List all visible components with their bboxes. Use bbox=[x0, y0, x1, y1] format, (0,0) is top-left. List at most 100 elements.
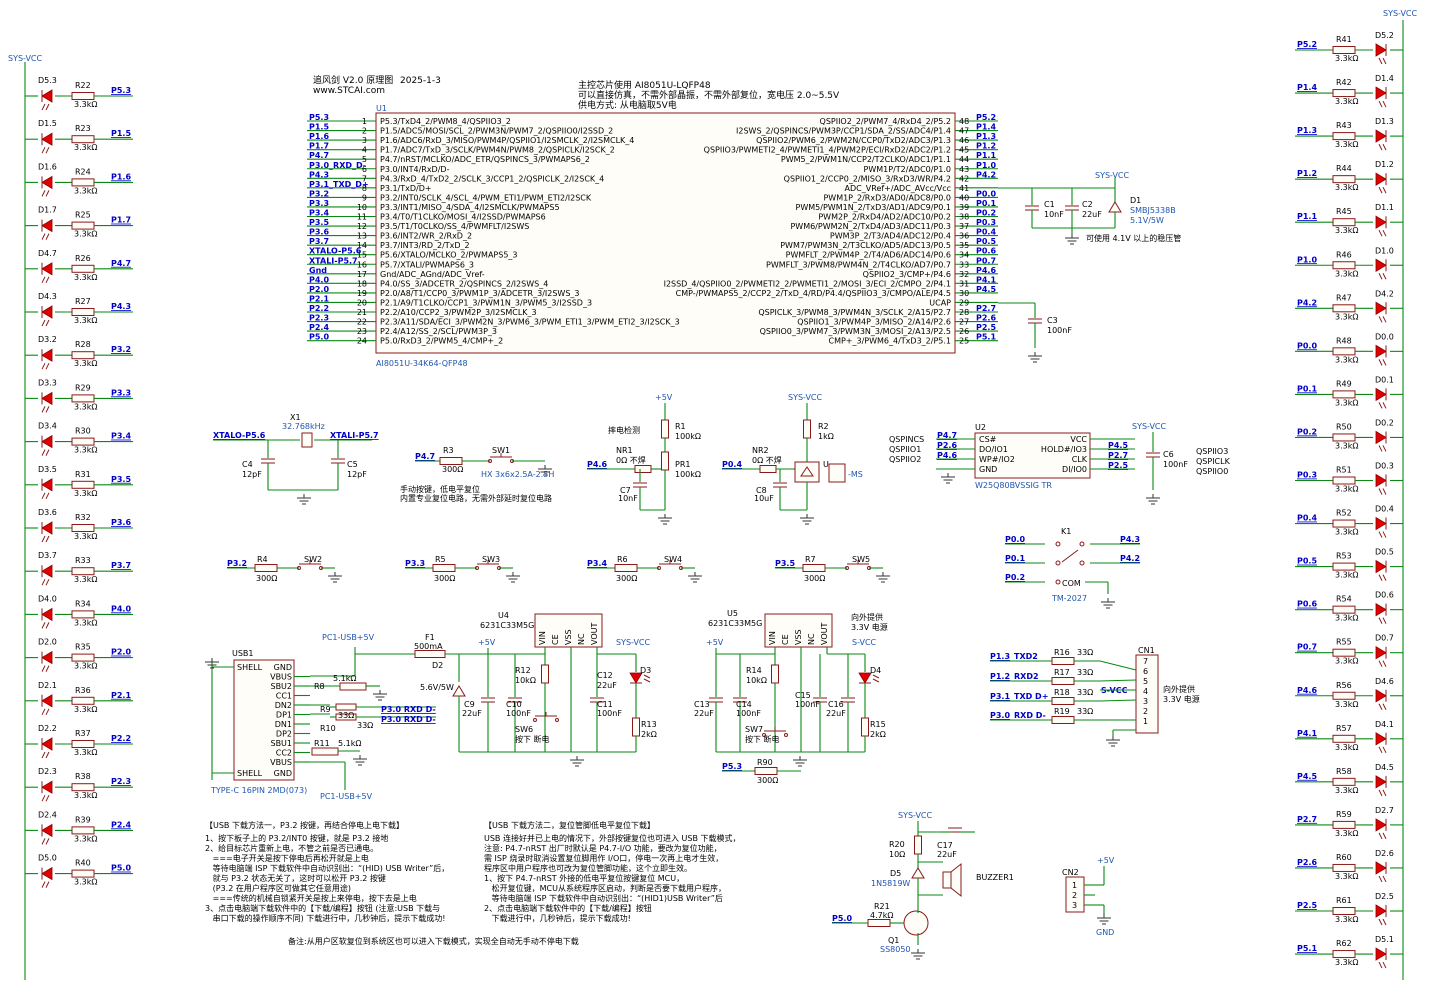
mcu-chip-body bbox=[375, 112, 956, 354]
led-ref: D2.3 bbox=[38, 767, 57, 776]
resistor-ref: R36 bbox=[75, 686, 91, 695]
flash-pin-right: DI/IO0 bbox=[1062, 465, 1087, 474]
r21-ref: R21 bbox=[874, 902, 890, 911]
mcu-pin-right: QSPIIO1_2/CCP0_2/MISO_3/RxD3/WR/P4.2 bbox=[784, 174, 951, 183]
ground-icon bbox=[1028, 352, 1042, 363]
resistor-value: 3.3kΩ bbox=[1335, 140, 1358, 149]
led-icon bbox=[1375, 818, 1387, 840]
mcu-pin-number: 39 bbox=[959, 203, 969, 212]
switch-contact-icon bbox=[1055, 560, 1061, 566]
c6-value: 100nF bbox=[1163, 460, 1188, 469]
d1-ref: D1 bbox=[1130, 196, 1141, 205]
mcu-pin-left: P3.0/INT4/RxD/D- bbox=[380, 165, 450, 174]
ground-icon bbox=[1065, 234, 1079, 245]
resistor-value: 3.3kΩ bbox=[1335, 312, 1358, 321]
resistor-value: 3.3kΩ bbox=[74, 273, 97, 282]
mcu-pin-number: 26 bbox=[959, 327, 969, 336]
net-label: P2.5 bbox=[1297, 901, 1317, 910]
mcu-pin-right: PWM5/PWM1N_2/TxD3/AD1/ADC9/P0.1 bbox=[796, 203, 951, 212]
mcu-pin-number: 11 bbox=[357, 213, 367, 222]
mcu-pin-right: QSPIIO2/PWM6_2/PWM2N/CCP0/TxD2/ADC3/P1.3 bbox=[756, 136, 951, 145]
net-label: P2.6 bbox=[1297, 858, 1317, 867]
resistor-ref: R30 bbox=[75, 427, 91, 436]
tvs-diode-icon bbox=[1108, 201, 1122, 213]
x1-ref: X1 bbox=[290, 413, 301, 422]
led-ref: D2.6 bbox=[1375, 849, 1394, 858]
k1-net-left: P0.2 bbox=[1005, 573, 1025, 582]
net-label: P1.2 bbox=[1297, 169, 1317, 178]
led-resistor bbox=[71, 308, 95, 316]
resistor-value: 3.3kΩ bbox=[1335, 614, 1358, 623]
d5-ref: D5 bbox=[890, 869, 901, 878]
net-label: P4.1 bbox=[1297, 729, 1317, 738]
mcu-net-left: P4.0 bbox=[309, 275, 329, 284]
resistor-value: 3.3kΩ bbox=[74, 834, 97, 843]
resistor-ref: R32 bbox=[75, 513, 91, 522]
button-resistor bbox=[614, 564, 638, 572]
pc1usb-label-top: PC1-USB+5V bbox=[322, 633, 375, 642]
reset-net: P4.7 bbox=[415, 452, 435, 461]
led-resistor bbox=[1332, 390, 1356, 399]
mcu-pin-number: 17 bbox=[357, 270, 367, 279]
led-ref: D2.7 bbox=[1375, 806, 1394, 815]
mcu-pin-number: 9 bbox=[362, 193, 367, 202]
mcu-net-right: P1.2 bbox=[976, 142, 996, 151]
led-icon bbox=[1375, 559, 1387, 581]
button-resistor-ref: R6 bbox=[617, 555, 628, 564]
led-ref: D1.1 bbox=[1375, 203, 1394, 212]
resistor-ref: R61 bbox=[1336, 896, 1352, 905]
mcu-pin-left: P3.4/T0/T1CLKO/MOSI_4/I2SSD/PWMAPS6 bbox=[380, 213, 546, 222]
mcu-pin-left: P4.3/RxD_4/TxD2_2/SCLK_3/CCP1_2/QSPICLK_… bbox=[380, 174, 604, 183]
ldo2-note-1: 向外提供 bbox=[851, 612, 883, 622]
resistor-value: 3.3kΩ bbox=[74, 143, 97, 152]
capacitor bbox=[633, 482, 647, 488]
d5-part: 1N5819W bbox=[871, 879, 910, 888]
led-icon bbox=[41, 607, 53, 629]
sw6-ref: SW6 bbox=[515, 725, 533, 734]
mcu-pin-right: QSPIIO1_3/PWM4P_3/MISO_2/A14/P2.6 bbox=[797, 318, 951, 327]
led-icon bbox=[41, 866, 53, 888]
sheet-title: 追风剑 V2.0 原理图 bbox=[313, 74, 393, 86]
resistor-value: 3.3kΩ bbox=[1335, 829, 1358, 838]
usb-pin: SHELL bbox=[237, 769, 263, 778]
expand-icon[interactable] bbox=[828, 463, 846, 483]
mcu-pin-number: 32 bbox=[959, 270, 969, 279]
cn2-pin-number: 1 bbox=[1072, 881, 1077, 890]
cn2-pin-number: 2 bbox=[1072, 891, 1077, 900]
method1-line: 等待电脑端 ISP 下载软件中自动识别出：“(HID) USB Writer”后… bbox=[205, 863, 449, 873]
mcu-pin-right: UCAP bbox=[929, 298, 951, 307]
ground-icon bbox=[911, 949, 925, 960]
c3-value: 100nF bbox=[1047, 326, 1072, 335]
r3-value: 300Ω bbox=[442, 465, 463, 474]
c11-value: 100nF bbox=[597, 709, 622, 718]
u5-ref: U5 bbox=[727, 609, 738, 618]
net-label: P2.2 bbox=[111, 734, 131, 743]
led-icon bbox=[1375, 86, 1387, 108]
led-resistor bbox=[1332, 519, 1356, 528]
resistor-ref: R34 bbox=[75, 599, 91, 608]
r8-resistor bbox=[339, 682, 367, 691]
mcu-pin-right: PWM3P_2/T3/AD4/ADC12/P0.4 bbox=[830, 232, 951, 241]
capacitor bbox=[1025, 205, 1039, 211]
resistor-value: 3.3kΩ bbox=[74, 446, 97, 455]
cn1-resistor-ref: R18 bbox=[1054, 688, 1070, 697]
led-ref: D1.5 bbox=[38, 119, 57, 128]
led-ref: D0.7 bbox=[1375, 634, 1394, 643]
mcu-pin-number: 18 bbox=[357, 279, 367, 288]
ldo2-note-2: 3.3V 电源 bbox=[851, 622, 888, 632]
resistor-ref: R56 bbox=[1336, 681, 1352, 690]
led-icon bbox=[41, 650, 53, 672]
wire bbox=[1099, 699, 1137, 702]
mcu-net-left: P2.2 bbox=[309, 304, 329, 313]
cn1-note-1: 向外提供 bbox=[1163, 684, 1195, 694]
mcu-pin-left: P1.7/ADC7/TxD_3/SCLK/PWM4N/PWM8_2/QSPICL… bbox=[380, 146, 615, 155]
usb-pin: DN1 bbox=[275, 720, 292, 729]
usb-ref: USB1 bbox=[232, 649, 254, 658]
cn1-net: P1.2 bbox=[990, 672, 1010, 681]
buzzer-ref: BUZZER1 bbox=[976, 873, 1014, 882]
button-switch-ref: SW5 bbox=[852, 555, 870, 564]
led-resistor bbox=[71, 92, 95, 100]
mcu-pin-left: P3.2/INT0/SCLK_4/SCL_4/PWM_ETI1/PWM_ETI2… bbox=[380, 193, 592, 202]
resistor-value: 3.3kΩ bbox=[1335, 269, 1358, 278]
switch-lever bbox=[1061, 549, 1079, 563]
